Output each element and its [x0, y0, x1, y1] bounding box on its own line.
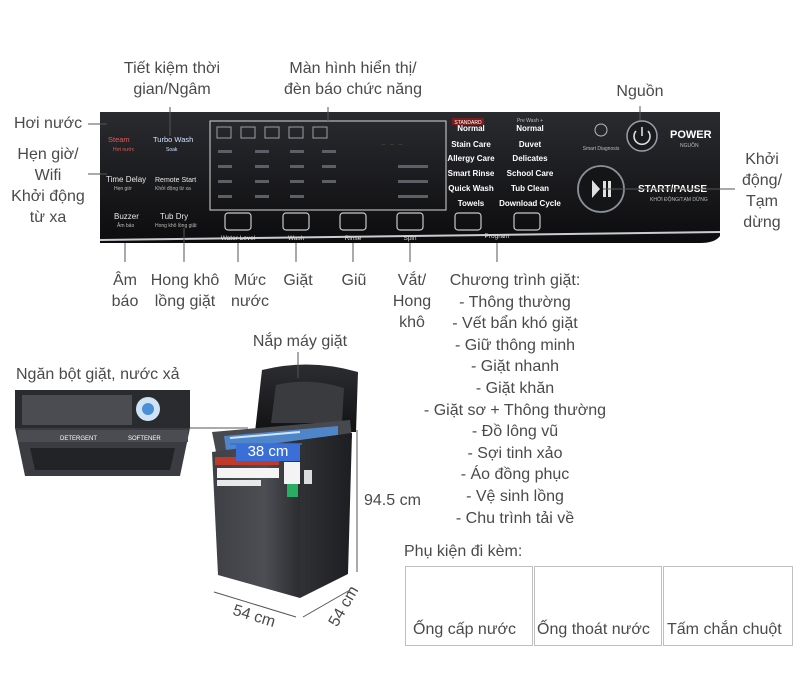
depth-dimension-line-1	[213, 591, 297, 618]
buzzer-label: Buzzer	[114, 212, 139, 221]
program-item: - Thông thường	[459, 293, 571, 311]
width-label: 38 cm	[247, 443, 289, 460]
label-steam: Hơi nước	[14, 115, 83, 132]
program-title: Chương trình giặt:	[449, 272, 581, 289]
height-label: 94.5 cm	[364, 492, 421, 509]
label-remote-start: Khởi động từ xa	[11, 188, 85, 226]
turbo-sub: Soak	[166, 147, 178, 153]
program-item: - Vệ sinh lồng	[466, 487, 564, 505]
prog-allergy-care: Allergy Care	[447, 154, 495, 163]
label-display: Màn hình hiển thị/ đèn báo chức năng	[284, 60, 422, 98]
prog-normal-1: Normal	[457, 124, 485, 133]
standard-badge: STANDARD	[454, 120, 482, 126]
label-rinse: Giũ	[341, 272, 367, 289]
program-list: Chương trình giặt: - Thông thường - Vết …	[405, 270, 625, 529]
steam-sub: Hơi nước	[113, 147, 135, 153]
width-dimension	[230, 443, 302, 461]
tub-dry-label: Tub Dry	[160, 212, 188, 221]
label-timer-wifi: Hẹn giờ/ Wifi	[17, 146, 79, 184]
power-label: POWER	[670, 129, 712, 141]
play-icon	[592, 180, 600, 198]
label-water-level: Mức nước	[230, 272, 270, 310]
detergent-dispenser: DETERGENT SOFTENER	[15, 390, 190, 476]
prog-duvet: Duvet	[519, 140, 542, 149]
power-sub: NGUỒN	[680, 142, 699, 149]
prog-school-care: School Care	[507, 169, 554, 178]
display-digits: - - -	[381, 135, 403, 151]
buzzer-sub: Âm báo	[117, 222, 134, 229]
time-delay-label: Time Delay	[106, 175, 146, 184]
control-panel: STANDARD Normal Stain Care Allergy Care …	[99, 112, 721, 243]
water-level-button[interactable]	[224, 212, 252, 231]
label-buzzer: Âm báo	[111, 272, 139, 310]
power-icon	[633, 130, 651, 146]
wash-button[interactable]	[282, 212, 310, 231]
label-spin: Vắt/ Hong khô	[392, 272, 432, 331]
smart-diagnosis-icon	[594, 123, 608, 137]
prog-normal-2: Normal	[516, 124, 544, 133]
program-item: - Vết bẩn khó giặt	[452, 315, 578, 333]
accessories-title: Phụ kiện đi kèm:	[404, 543, 523, 560]
accessory-caption: Ống cấp nước	[413, 621, 517, 638]
wash-label: Wash	[288, 235, 305, 242]
prog-quick-wash: Quick Wash	[448, 184, 494, 193]
time-delay-sub: Hẹn giờ	[114, 186, 132, 192]
program-item: - Giữ thông minh	[454, 336, 576, 354]
label-power: Nguồn	[616, 83, 664, 100]
panel-leader-lines	[88, 106, 735, 262]
steam-label: Steam	[108, 135, 130, 144]
program-button-right[interactable]	[513, 212, 541, 231]
prog-tub-clean: Tub Clean	[511, 184, 549, 193]
label-time-saving: Tiết kiệm thời gian/Ngâm	[123, 60, 221, 98]
label-dispenser: Ngăn bột giặt, nước xả	[16, 366, 180, 383]
accessory-rat-guard	[663, 566, 793, 646]
softener-label: SOFTENER	[128, 436, 161, 442]
program-label: Program	[485, 233, 510, 240]
start-pause-sub: KHỞI ĐỘNG/TẠM DỪNG	[650, 196, 708, 203]
spin-label: Spin	[403, 235, 416, 242]
washing-machine	[212, 364, 358, 598]
accessory-inlet-hose	[405, 566, 533, 646]
depth-dimension-line-2	[302, 589, 351, 618]
prog-towels: Towels	[458, 199, 485, 208]
program-item: - Giặt khăn	[475, 379, 555, 397]
program-item: - Đồ lông vũ	[471, 423, 559, 441]
label-start-pause: Khởi động/ Tạm dừng	[741, 151, 783, 231]
program-item: - Áo đồng phục	[460, 466, 570, 484]
rinse-button[interactable]	[339, 212, 367, 231]
water-level-label: Water Level	[221, 235, 256, 242]
accessory-caption: Tấm chắn chuột	[667, 621, 782, 638]
accessory-caption: Ống thoát nước	[537, 621, 650, 638]
tub-dry-sub: Hong khô lồng giặt	[155, 223, 197, 229]
label-wash: Giặt	[283, 272, 313, 289]
detergent-label: DETERGENT	[60, 436, 97, 442]
program-item: - Giặt sơ + Thông thường	[423, 401, 607, 419]
accessory-drain-hose	[534, 566, 662, 646]
program-item: - Sợi tinh xảo	[467, 444, 563, 462]
prewash-label: Pre Wash +	[517, 118, 543, 124]
label-tub-dry: Hong khô lồng giặt	[150, 272, 220, 310]
rinse-label: Rinse	[345, 235, 362, 242]
prog-stain-care: Stain Care	[451, 140, 491, 149]
prog-download-cycle: Download Cycle	[499, 199, 561, 208]
label-lid: Nắp máy giặt	[252, 333, 348, 350]
smart-diag-label: Smart Diagnosis	[583, 146, 620, 152]
program-item: - Chu trình tải về	[455, 509, 575, 527]
program-button-left[interactable]	[454, 212, 482, 231]
prog-delicates: Delicates	[512, 154, 548, 163]
remote-label: Remote Start	[155, 177, 196, 184]
spin-button[interactable]	[396, 212, 424, 231]
program-item: - Giặt nhanh	[470, 358, 560, 376]
prog-smart-rinse: Smart Rinse	[448, 169, 495, 178]
remote-sub: Khởi động từ xa	[155, 185, 191, 192]
turbo-label: Turbo Wash	[153, 135, 193, 144]
